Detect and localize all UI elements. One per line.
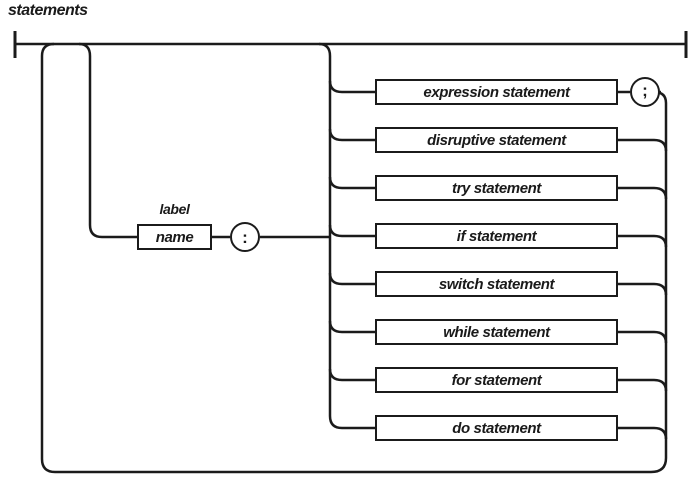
stub-expression <box>328 80 375 94</box>
statement-box-switch: switch statement <box>375 271 618 297</box>
stub-switch <box>328 272 375 286</box>
statement-box-do: do statement <box>375 415 618 441</box>
stub-disruptive <box>328 128 375 142</box>
semicolon-terminal: ; <box>630 77 660 107</box>
loop-back-rail <box>40 42 668 474</box>
statement-box-if: if statement <box>375 223 618 249</box>
stub-try <box>328 176 375 190</box>
join-for <box>618 378 668 392</box>
label-caption: label <box>159 201 190 217</box>
statement-box-expression: expression statement <box>375 79 618 105</box>
alternatives-left-rail <box>318 42 375 430</box>
join-disruptive <box>618 138 668 152</box>
stub-for <box>328 368 375 382</box>
statement-box-disruptive: disruptive statement <box>375 127 618 153</box>
label-entry-branch <box>78 42 137 239</box>
name-box: name <box>137 224 212 250</box>
join-switch <box>618 282 668 296</box>
statement-box-while: while statement <box>375 319 618 345</box>
stub-if <box>328 224 375 238</box>
join-try <box>618 186 668 200</box>
colon-terminal: : <box>230 222 260 252</box>
statement-box-for: for statement <box>375 367 618 393</box>
join-while <box>618 330 668 344</box>
stub-while <box>328 320 375 334</box>
statement-box-try: try statement <box>375 175 618 201</box>
diagram-title: statements <box>8 2 88 19</box>
join-if <box>618 234 668 248</box>
join-do <box>618 426 668 440</box>
